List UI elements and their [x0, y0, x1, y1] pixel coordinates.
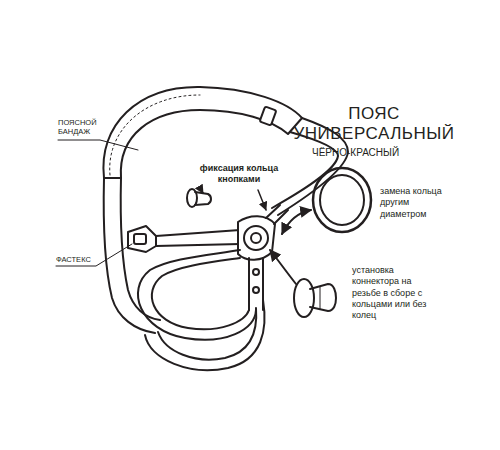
callout-note: фиксация кольца кнопками	[190, 163, 288, 186]
callout-note: замена кольца другим диаметром	[380, 186, 442, 220]
subtitle: ЧЁРНО-КРАСНЫЙ	[312, 147, 399, 160]
diagram-title: ПОЯС УНИВЕРСАЛЬНЫЙ	[293, 104, 454, 143]
part-label: ФАСТЕКС	[56, 255, 91, 264]
callout-note: установка коннектора на резьбе в сборе с…	[352, 265, 432, 321]
part-label: ПОЯСНОЙ БАНДАЖ	[58, 118, 108, 137]
